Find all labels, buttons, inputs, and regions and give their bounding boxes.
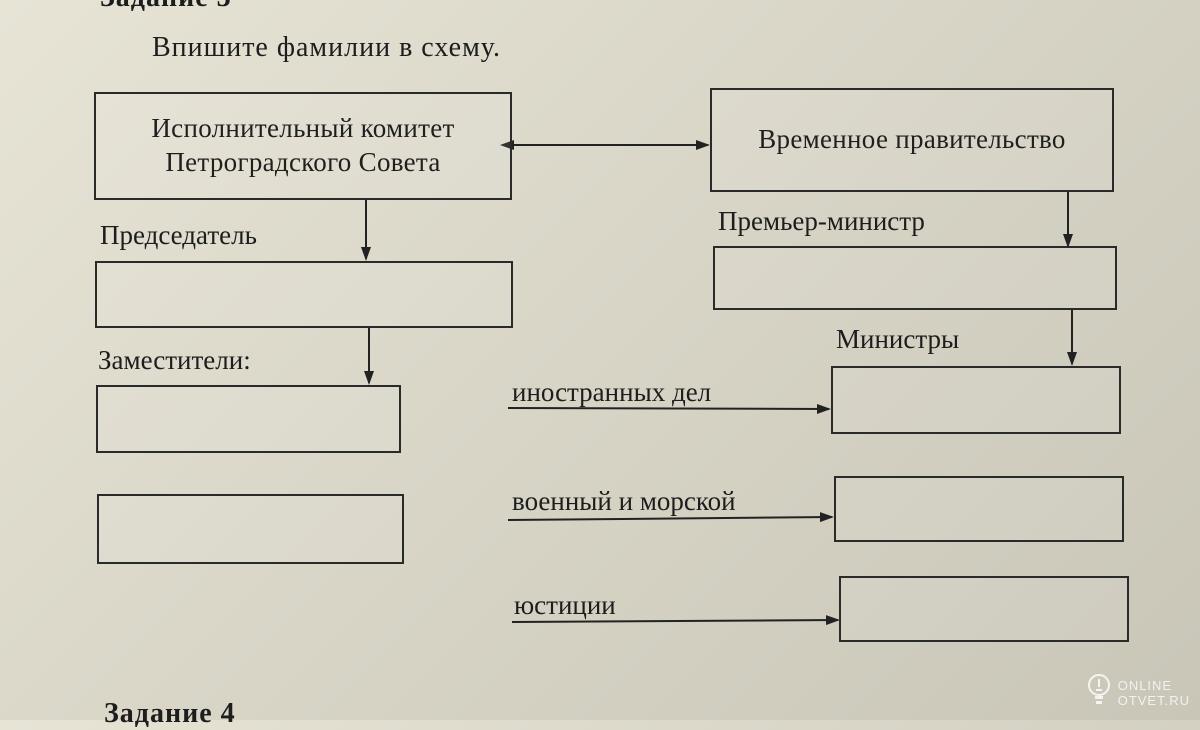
military-minister-field[interactable]	[834, 476, 1124, 542]
chairman-field[interactable]	[95, 261, 513, 328]
instruction-text: Впишите фамилии в схему.	[152, 32, 501, 63]
ministry-label-foreign: иностранных дел	[512, 377, 712, 407]
premier-label: Премьер-министр	[718, 206, 925, 236]
arrow-military-naval	[507, 512, 834, 523]
justice-minister-field[interactable]	[839, 576, 1129, 642]
arrow-justice	[511, 615, 840, 626]
task-title-bottom: Задание 4	[104, 698, 236, 729]
watermark-line-1: ONLINE	[1117, 677, 1173, 693]
watermark: ONLINE OTVET.RU	[1086, 673, 1190, 712]
foreign-minister-field[interactable]	[831, 366, 1121, 434]
chairman-label: Председатель	[100, 220, 257, 250]
ministers-label: Министры	[836, 324, 960, 354]
ministry-label-justice: юстиции	[514, 590, 616, 620]
watermark-line-2: OTVET.RU	[1117, 692, 1190, 708]
deputy-field-1[interactable]	[96, 385, 401, 453]
deputy-field-2[interactable]	[97, 494, 404, 564]
ministry-label-military: военный и морской	[512, 486, 736, 516]
deputies-label: Заместители:	[98, 345, 251, 375]
premier-field[interactable]	[713, 246, 1117, 310]
arrow-foreign-affairs	[507, 403, 831, 414]
committee-box: Исполнительный комитет Петроградского Со…	[94, 92, 512, 200]
government-box: Временное правительство	[710, 88, 1114, 192]
task-title-top: Задание 3	[100, 0, 232, 14]
lightbulb-icon	[1086, 673, 1112, 712]
government-label: Временное правительство	[758, 124, 1066, 155]
committee-label: Исполнительный комитет Петроградского Со…	[151, 113, 455, 177]
